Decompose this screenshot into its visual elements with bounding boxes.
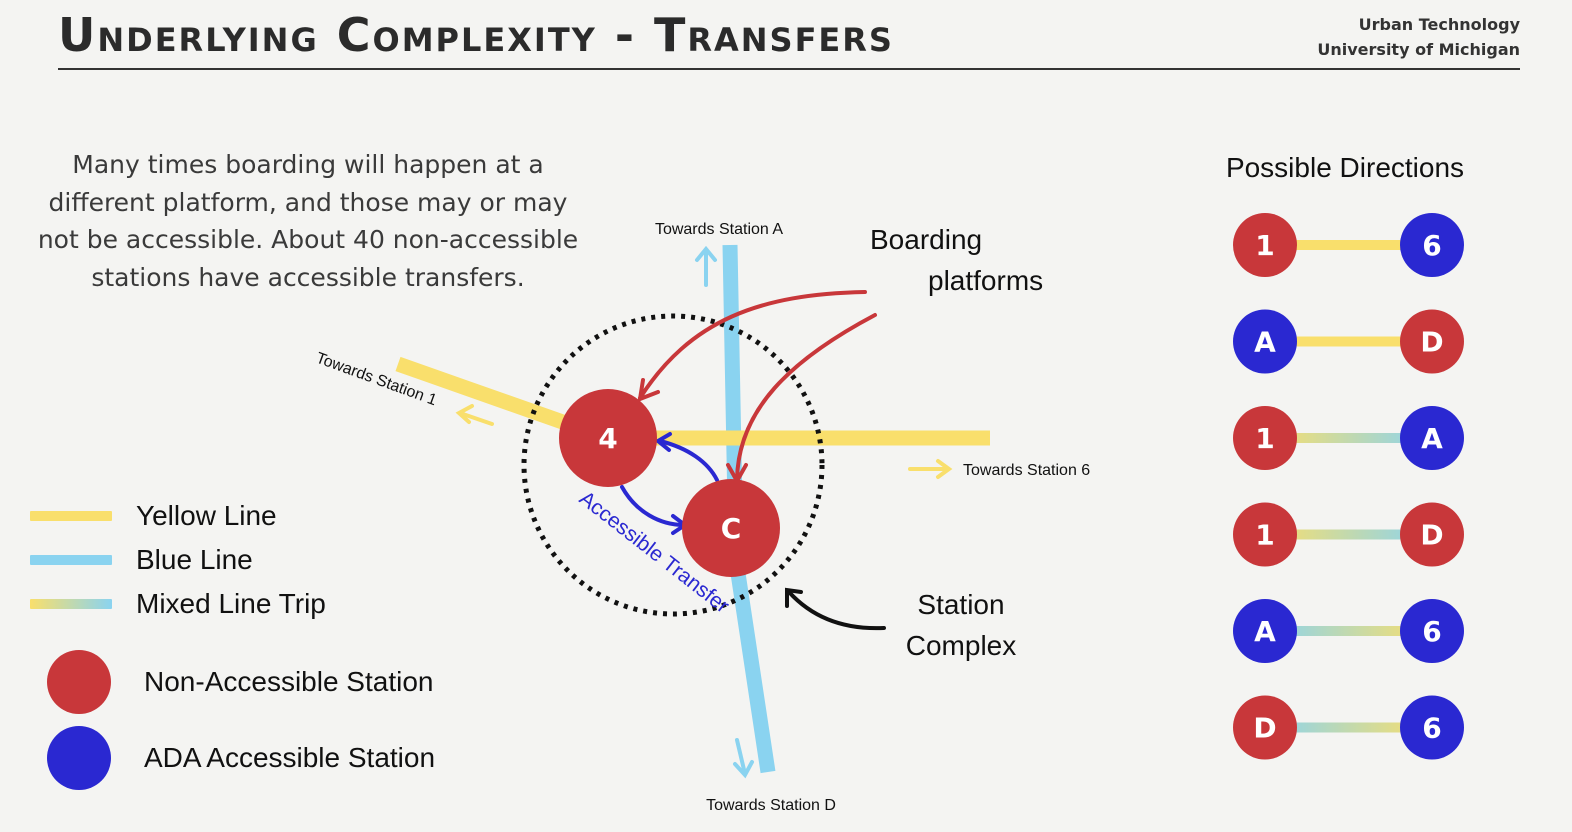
direction-line: [1265, 626, 1432, 636]
page-title: Underlying Complexity - Transfers: [58, 8, 894, 62]
complex-line1: Station: [917, 589, 1005, 620]
boarding-line1: Boarding: [870, 224, 983, 255]
arrow-up-icon: [695, 245, 717, 287]
legend-ada-accessible: ADA Accessible Station: [30, 726, 435, 790]
arrow-down-icon: [733, 738, 754, 779]
direction-to-station: [1400, 213, 1464, 277]
direction-line: [1265, 722, 1432, 733]
direction-to-label: D: [1420, 519, 1443, 552]
legend-label: Mixed Line Trip: [136, 588, 326, 619]
station-4-label: 4: [598, 422, 617, 455]
direction-to-station: [1400, 695, 1464, 760]
direction-from-station: [1233, 309, 1297, 374]
direction-to-station: [1400, 406, 1464, 470]
station-c-circle: [682, 479, 780, 577]
direction-from-label: 1: [1255, 422, 1274, 455]
legend-label: Yellow Line: [136, 500, 277, 531]
direction-to-label: 6: [1422, 615, 1441, 648]
legend-label: Blue Line: [136, 544, 253, 575]
legend-label: Non-Accessible Station: [144, 666, 434, 697]
direction-line: [1265, 529, 1432, 540]
direction-from-station: [1233, 599, 1297, 663]
complex-arrow: [785, 587, 886, 631]
legend-non-accessible: Non-Accessible Station: [30, 650, 433, 714]
direction-from-station: [1233, 502, 1297, 567]
station-4-circle: [559, 389, 657, 487]
direction-from-station: [1233, 406, 1297, 470]
complex-line2: Complex: [905, 630, 1017, 661]
yellow-line: [395, 356, 990, 446]
yellow-swatch: [30, 511, 112, 521]
direction-line: [1265, 433, 1432, 443]
direction-from-label: 1: [1255, 229, 1274, 262]
arrow-left-icon: [455, 404, 494, 426]
org-name: Urban Technology: [1358, 15, 1520, 34]
station-c-label: C: [721, 512, 742, 545]
org-university: University of Michigan: [1317, 40, 1520, 59]
boarding-line2: platforms: [928, 265, 1044, 296]
direction-from-station: [1233, 695, 1297, 760]
arrow-right-icon: [908, 459, 953, 479]
direction-from-label: A: [1254, 326, 1276, 359]
blue-swatch: [30, 555, 112, 565]
direction-from-label: D: [1253, 712, 1276, 745]
direction-line: [1265, 336, 1432, 347]
direction-to-label: A: [1421, 422, 1443, 455]
boarding-platforms-annotation: Boarding platforms: [870, 224, 1043, 297]
mixed-swatch: [30, 599, 112, 609]
direction-to-label: D: [1420, 326, 1443, 359]
legend-mixed-line: Mixed Line Trip: [30, 588, 326, 620]
direction-to-station: [1400, 599, 1464, 663]
organization-credit: Urban Technology University of Michigan: [1317, 12, 1520, 62]
red-station-dot: [47, 650, 111, 714]
towards-a-label: Towards Station A: [655, 221, 783, 238]
station-complex-annotation: Station Complex: [890, 589, 1032, 662]
legend-blue-line: Blue Line: [30, 544, 253, 576]
legend-yellow-line: Yellow Line: [30, 500, 277, 532]
direction-to-station: [1400, 309, 1464, 374]
direction-to-label: 6: [1422, 712, 1441, 745]
boarding-arrows: [637, 290, 877, 486]
station-complex-circle: [521, 313, 825, 617]
towards-d-label: Towards Station D: [706, 797, 836, 814]
direction-from-label: 1: [1255, 519, 1274, 552]
legend-label: ADA Accessible Station: [144, 742, 436, 773]
possible-directions-title: Possible Directions: [1225, 152, 1465, 183]
direction-from-station: [1233, 213, 1297, 277]
direction-to-label: 6: [1422, 229, 1441, 262]
accessible-transfer-arrows: [620, 432, 719, 535]
direction-from-label: A: [1254, 615, 1276, 648]
towards-6-label: Towards Station 6: [963, 462, 1090, 479]
direction-line: [1265, 240, 1432, 250]
intro-text: Many times boarding will happen at a dif…: [37, 150, 579, 292]
blue-station-dot: [47, 726, 111, 790]
direction-to-station: [1400, 502, 1464, 567]
title-divider: [58, 68, 1520, 70]
